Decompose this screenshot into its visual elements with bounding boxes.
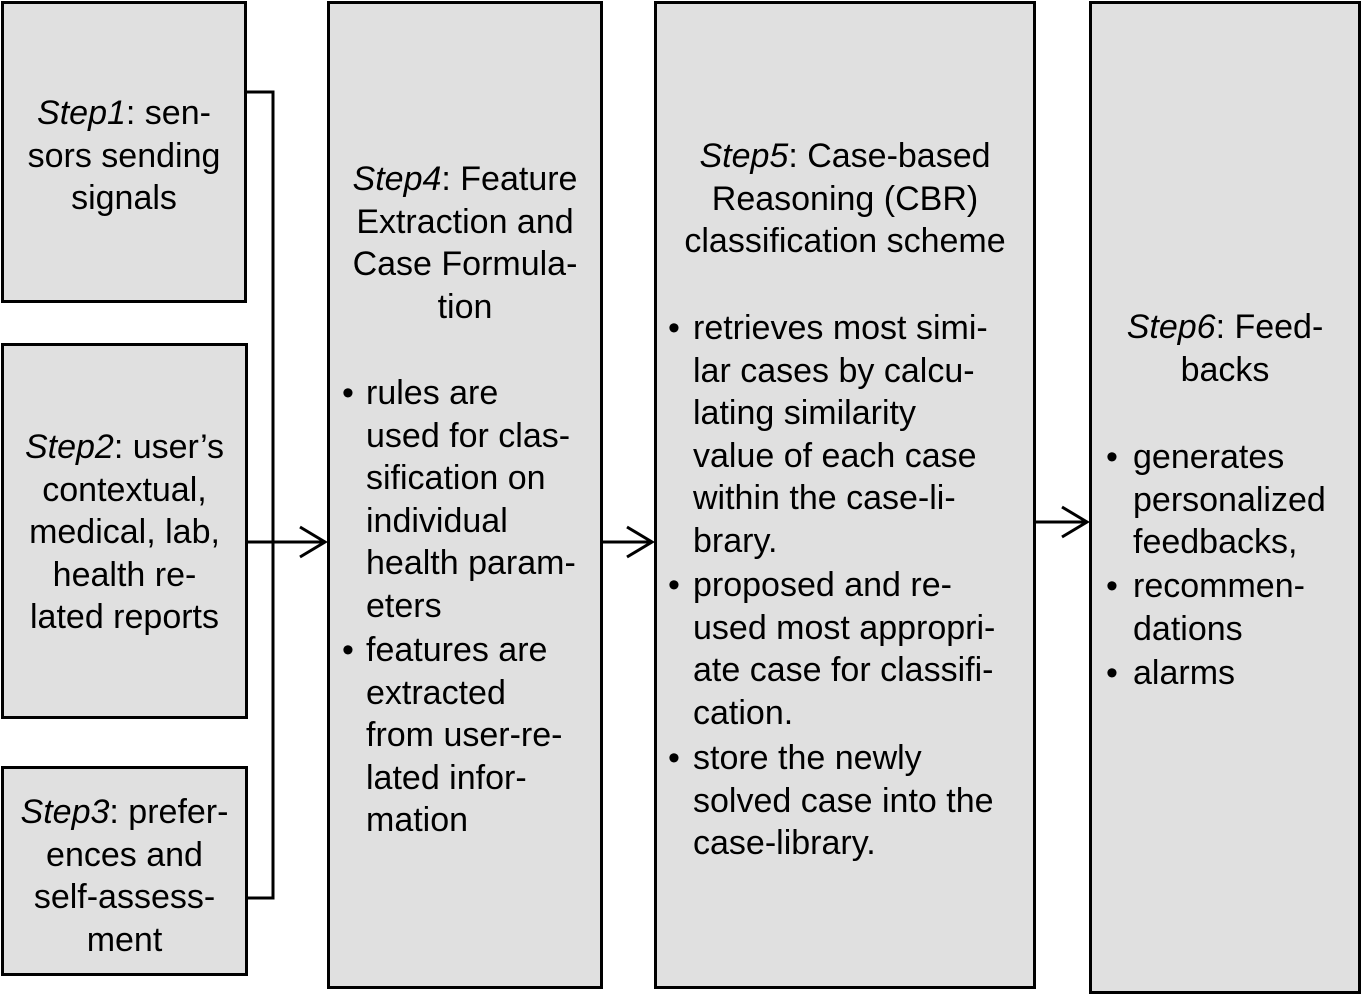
step4-bullet-line: from user-re- [366,716,563,754]
step6-bullet-line: generates [1133,438,1285,476]
step4-bullet-line: features are [366,631,548,669]
step6-bullet-line: recommen- [1133,567,1305,605]
step6-bullet-dot: • [1106,567,1118,605]
step5-title-line: : Case-based [788,137,991,175]
step2-box: Step2: user’s contextual, medical, lab, … [1,343,248,719]
step3-text-line: self-assess- [33,878,216,916]
step1-box: Step1: sen- sors sending signals [1,1,247,303]
arrow-to-step5-head [626,525,655,559]
step3-text-line: ment [86,920,163,959]
step5-bullet-line: case-library. [693,824,876,862]
step6-title-line: backs [1180,350,1270,389]
step6-bullet-3: alarms [1133,652,1235,695]
step5-box: Step5: Case-based Reasoning (CBR) classi… [654,1,1036,989]
step3-box: Step3: prefer- ences and self-assess- me… [1,766,248,976]
step4-bullet-line: mation [366,801,469,839]
step6-bullet-dot: • [1106,438,1118,476]
step4-title-line: tion [437,287,493,326]
step5-bullet-line: cation. [693,693,794,732]
step6-bullet-line: dations [1133,609,1243,648]
step5-label: Step5 [699,137,789,175]
step3-label: Step3 [20,793,110,831]
step5-bullet-3: store the newly solved case into the cas… [693,737,994,865]
step5-bullet-dot: • [668,739,680,777]
step2-label: Step2 [24,428,114,466]
step5-title-line: classification scheme [684,222,1006,260]
step4-bullet-line: lated infor- [366,758,527,797]
step5-bullet-line: retrieves most simi- [693,309,988,347]
step2-text-line: : user’s [113,428,225,466]
step5-bullet-2: proposed and re- used most appropri- ate… [693,564,995,734]
step1-text-line: signals [71,179,177,217]
step4-bullet-line: individual [366,501,508,540]
step4-title-line: Extraction and [356,202,574,241]
step4-bullet-2: features are extracted from user-re- lat… [366,629,562,842]
step6-title-line: : Feed- [1215,308,1324,346]
step5-bullet-line: ate case for classifi- [693,651,994,689]
step5-bullet-line: value of each case [693,436,977,475]
step1-label: Step1 [37,94,126,132]
step5-title-line: Reasoning (CBR) [711,179,979,218]
step2-text-line: lated reports [30,598,219,636]
step5-bullet-line: lating similarity [693,394,916,432]
step4-bullet-line: rules are [366,374,499,412]
step5-bullet-line: proposed and re- [693,566,952,604]
step4-bullet-line: used for clas- [366,416,571,455]
step2-text-line: medical, lab, [29,513,220,551]
step4-title-line: Case Formula- [352,245,578,283]
step6-bullet-line: feedbacks, [1133,523,1298,561]
step6-bullet-2: recommen- dations [1133,565,1305,650]
bracket-connector [247,90,275,900]
arrow-to-step6-head [1061,505,1090,539]
step1-text-line: sors sending [27,136,221,175]
step5-bullet-line: store the newly [693,739,922,777]
arrow-to-step4-head [299,525,328,559]
step6-bullet-1: generates personalized feedbacks, [1133,436,1326,564]
step2-text-line: health re- [52,555,197,594]
step5-bullet-dot: • [668,566,680,604]
step4-bullet-dot: • [342,631,354,669]
step4-bullet-line: extracted [366,673,506,712]
step3-text-line: ences and [46,835,203,874]
step5-bullet-line: brary. [693,521,778,560]
step6-label: Step6 [1126,308,1216,346]
step4-bullet-line: health param- [366,544,576,582]
step4-bullet-dot: • [342,374,354,412]
step2-text-line: contextual, [42,470,207,509]
step5-bullet-line: lar cases by calcu- [693,351,975,390]
step5-bullet-line: within the case-li- [693,479,956,517]
step3-text-line: : prefer- [109,793,229,831]
step6-bullet-dot: • [1106,654,1118,692]
step4-bullet-1: rules are used for clas- sification on i… [366,372,576,627]
step6-bullet-line: alarms [1133,654,1236,692]
step6-bullet-line: personalized [1133,480,1326,519]
step1-text-line: : sen- [125,94,211,132]
step6-box: Step6: Feed- backs • generates personali… [1089,1,1361,994]
step5-bullet-line: used most appropri- [693,608,996,647]
step5-bullet-dot: • [668,309,680,347]
step4-title-line: : Feature [441,160,578,198]
step4-label: Step4 [352,160,442,198]
step5-bullet-line: solved case into the [693,781,994,820]
step5-bullet-1: retrieves most simi- lar cases by calcu-… [693,307,988,562]
step4-bullet-line: eters [366,586,442,625]
step4-bullet-line: sification on [366,459,546,497]
step4-box: Step4: Feature Extraction and Case Formu… [327,1,603,989]
